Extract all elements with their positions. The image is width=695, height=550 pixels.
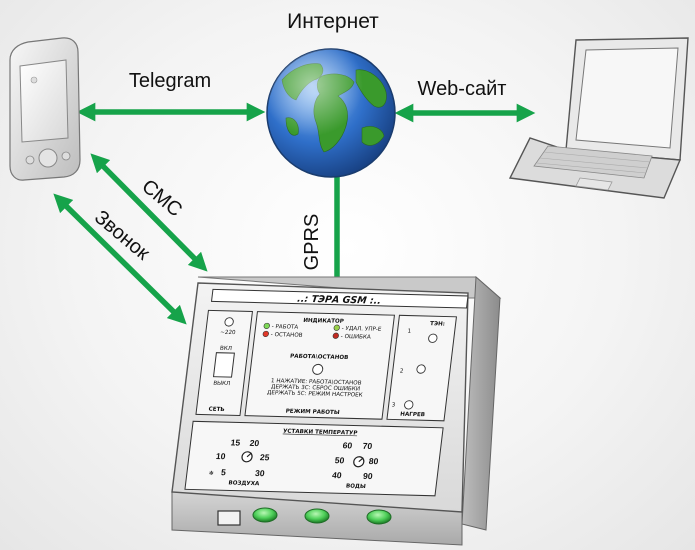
- work-label: - РАБОТА: [271, 324, 298, 331]
- website-label: Web-сайт: [418, 78, 507, 100]
- work-led: [263, 322, 270, 330]
- heater-header: ТЭН:: [430, 321, 446, 327]
- help-line-1: 1 НАЖАТИЕ: РАБОТА\ОСТАНОВ: [271, 378, 362, 386]
- connection-arrows: [53, 102, 536, 325]
- water-tick: 60: [342, 440, 353, 450]
- power-voltage: ~220: [220, 330, 236, 336]
- air-caption: ВОЗДУХА: [228, 480, 260, 487]
- mode-caption: РЕЖИМ РАБОТЫ: [285, 409, 340, 416]
- help-line-2: ДЕРЖАТЬ 3С: СБРОС ОШИБКИ: [271, 384, 361, 392]
- water-tick: 90: [363, 471, 374, 481]
- laptop-icon: [508, 37, 689, 199]
- mode-button-label: РАБОТА\ОСТАНОВ: [290, 354, 349, 361]
- gprs-label: GPRS: [301, 214, 323, 271]
- work-stop-button[interactable]: [312, 363, 324, 375]
- cable-port: [217, 510, 241, 526]
- heater-num-1: 1: [407, 329, 412, 335]
- indicator-header: ИНДИКАТОР: [303, 318, 344, 325]
- error-led: [332, 332, 339, 339]
- status-led: [366, 509, 392, 525]
- status-led: [252, 507, 278, 523]
- power-off-label: ВЫКЛ: [213, 381, 231, 387]
- internet-label: Интернет: [287, 10, 379, 33]
- power-on-label: ВКЛ: [220, 346, 233, 352]
- help-line-3: ДЕРЖАТЬ 5С: РЕЖИМ НАСТРОЕК: [267, 390, 363, 398]
- air-tick: 5: [221, 467, 227, 477]
- air-tick: 30: [255, 468, 266, 478]
- device-title: ..: ТЭРА GSM :..: [297, 294, 382, 307]
- remote-label: - УДАЛ. УПР-Е: [341, 326, 382, 333]
- controller-device: ..: ТЭРА GSM :.. ~220 ВКЛ ВЫКЛ СЕТЬ ИНДИ…: [171, 275, 502, 546]
- heater-led-2: [416, 364, 426, 374]
- status-led: [304, 508, 330, 524]
- call-arrow: [53, 193, 187, 325]
- device-title-bar: [210, 288, 469, 309]
- phone-icon: [9, 37, 81, 181]
- freeze-icon: ✻: [209, 470, 215, 477]
- stop-led: [262, 330, 269, 338]
- water-tick: 70: [362, 441, 373, 451]
- stop-label: - ОСТАНОВ: [270, 332, 303, 339]
- heater-caption: НАГРЕВ: [400, 412, 425, 419]
- heater-led-3: [404, 400, 414, 410]
- air-tick: 15: [230, 437, 241, 447]
- telegram-label: Telegram: [129, 70, 211, 92]
- power-caption: СЕТЬ: [208, 407, 225, 413]
- air-tick: 20: [249, 438, 260, 448]
- water-caption: ВОДЫ: [346, 483, 367, 489]
- error-label: - ОШИБКА: [340, 334, 371, 341]
- heater-num-2: 2: [399, 369, 403, 375]
- air-dial[interactable]: [241, 451, 253, 463]
- water-tick: 40: [332, 470, 343, 480]
- air-tick: 25: [259, 452, 270, 462]
- heater-led-1: [428, 333, 438, 343]
- heater-num-3: 3: [391, 402, 396, 408]
- air-tick: 10: [215, 451, 226, 461]
- water-dial[interactable]: [353, 456, 365, 468]
- water-tick: 50: [334, 455, 345, 465]
- power-indicator: [224, 317, 234, 327]
- sms-label: СМС: [137, 175, 186, 221]
- power-switch[interactable]: [212, 352, 235, 378]
- setpoints-section: [184, 420, 444, 497]
- setpoints-header: УСТАВКИ ТЕМПЕРАТУР: [283, 429, 358, 437]
- water-tick: 80: [368, 456, 379, 466]
- remote-led: [333, 324, 340, 331]
- globe-icon: [266, 48, 396, 178]
